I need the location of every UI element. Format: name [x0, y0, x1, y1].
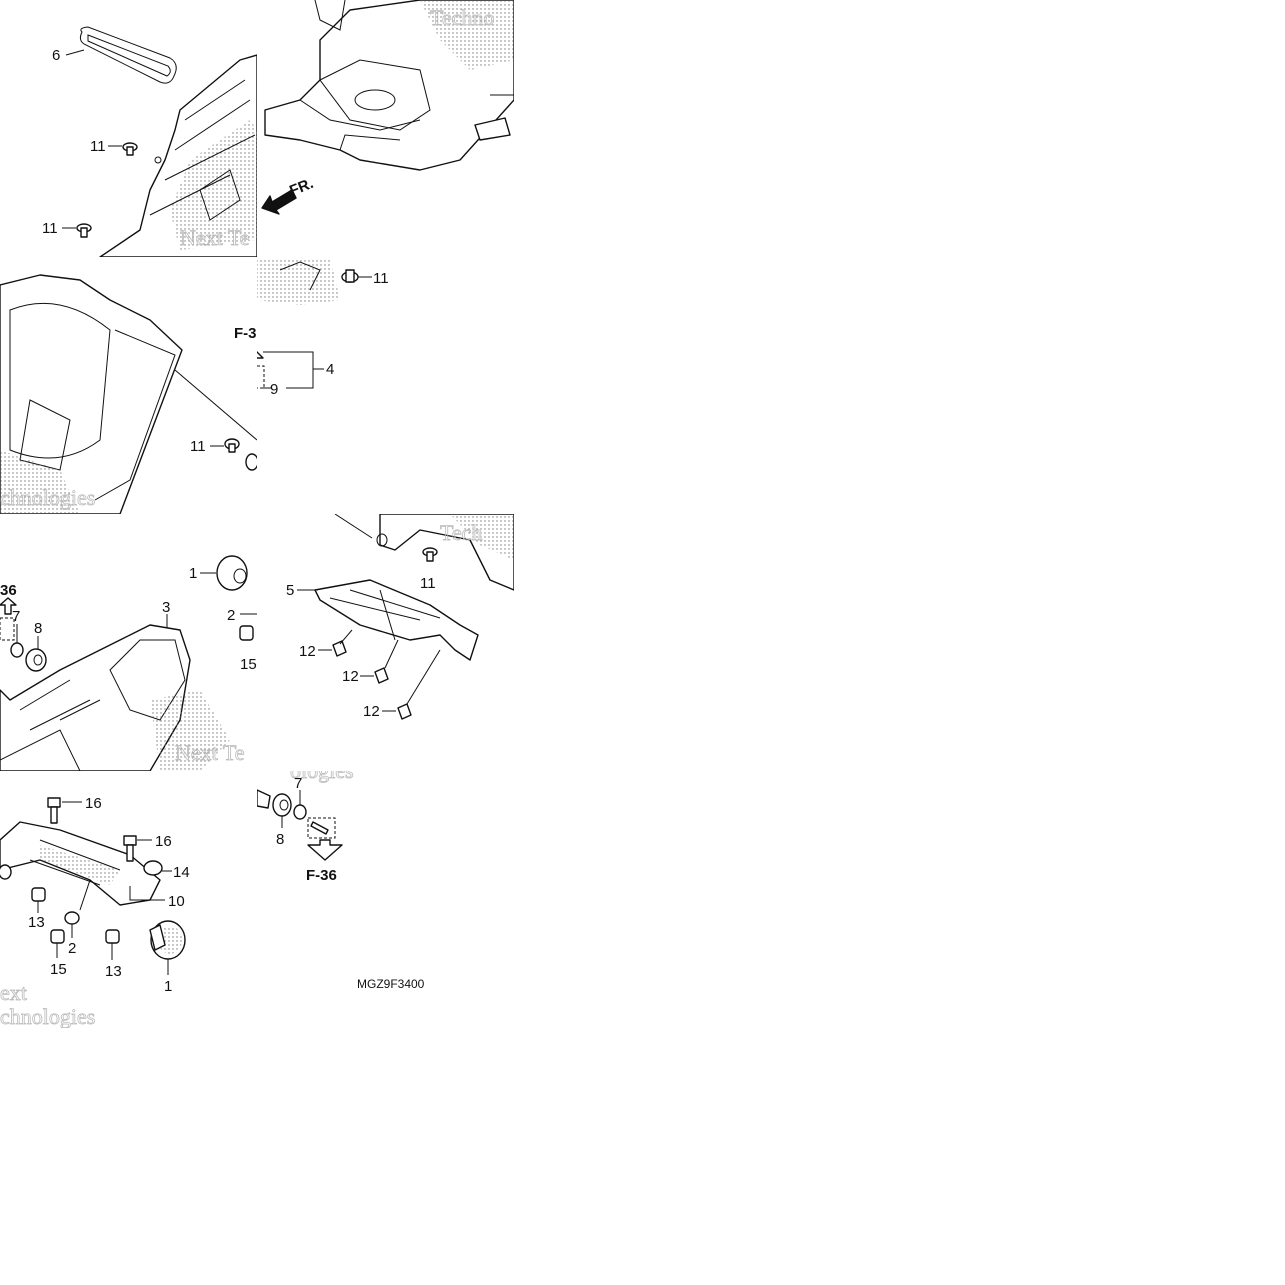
label-9: 9 [270, 381, 278, 398]
bolt-11b [76, 223, 92, 238]
screw-9 [242, 373, 252, 382]
nut-15a [239, 625, 254, 641]
label-5: 5 [286, 582, 294, 599]
screw-12a [332, 640, 347, 657]
grommet-8a [25, 648, 47, 672]
tile-under-cover: Tech [297, 514, 514, 720]
label-2: 2 [68, 940, 76, 957]
drawing-code: MGZ9F3400 [357, 977, 425, 991]
tile-license-bracket: ext chnologies [0, 797, 186, 1029]
label-8: 8 [34, 620, 42, 637]
label-2: 2 [227, 607, 235, 624]
label-6: 6 [52, 47, 60, 64]
svg-text:Techno: Techno [430, 5, 494, 30]
label-13: 13 [28, 914, 45, 931]
label-1: 1 [164, 978, 172, 995]
ref-f36: F-36 [306, 867, 337, 884]
label-11: 11 [42, 220, 58, 237]
label-10: 10 [168, 893, 185, 910]
label-16: 16 [85, 795, 102, 812]
label-7: 7 [294, 775, 302, 792]
cap-14 [143, 860, 163, 876]
front-arrow [261, 189, 297, 215]
label-7: 7 [12, 608, 20, 625]
ref-f3: F-3 [234, 325, 257, 342]
collar-7a [10, 642, 24, 658]
front-arrow-label: FR. [287, 175, 316, 200]
nut-15b [50, 929, 65, 944]
label-11: 11 [373, 270, 389, 287]
bolt-11e [422, 547, 438, 562]
ref-arrow-down [307, 839, 343, 861]
label-3: 3 [162, 599, 170, 616]
svg-text:chnologies: chnologies [0, 485, 95, 510]
tile-rear-bracket: Next Te [0, 555, 257, 771]
svg-text:Next Te: Next Te [180, 225, 250, 250]
label-15: 15 [50, 961, 67, 978]
label-11: 11 [90, 138, 106, 155]
label-15: 15 [240, 656, 257, 673]
nut-13b [105, 929, 120, 944]
label-11: 11 [190, 438, 206, 455]
screw-12c [397, 703, 412, 720]
under-cover-5 [314, 579, 479, 661]
collar-2b [64, 911, 80, 925]
label-12: 12 [299, 643, 316, 660]
svg-text:Next Te: Next Te [175, 740, 245, 765]
label-4: 4 [326, 361, 334, 378]
label-11: 11 [420, 575, 436, 592]
svg-text:chnologies: chnologies [0, 1004, 95, 1029]
label-12: 12 [342, 668, 359, 685]
bolt-11c [224, 438, 240, 453]
bolt-11d [341, 269, 359, 283]
collar-7b [293, 804, 307, 820]
tile-grommet: ologies [257, 758, 354, 861]
tile-fender-top: Techno [261, 0, 514, 215]
nut-13a [31, 887, 46, 902]
reflector-1a [216, 555, 248, 591]
svg-text:Tech: Tech [440, 520, 482, 545]
label-14: 14 [173, 864, 190, 881]
label-1: 1 [189, 565, 197, 582]
tile-inner-fender: chnologies [0, 274, 257, 514]
screw-12b [374, 667, 389, 684]
bolt-11a [122, 142, 138, 156]
part-labels: 6 11 11 11 11 11 4 9 1 3 2 15 7 8 5 12 1… [12, 47, 436, 995]
svg-text:ext: ext [0, 980, 27, 1005]
ref-36: 36 [0, 582, 17, 599]
label-8: 8 [276, 831, 284, 848]
bolt-16a [47, 797, 61, 824]
label-13: 13 [105, 963, 122, 980]
ref-arrow-up [257, 351, 264, 359]
tile-bracket [242, 258, 372, 389]
tile-fender-upper: Next Te [62, 26, 257, 257]
label-16: 16 [155, 833, 172, 850]
bolt-16b [123, 835, 137, 862]
label-12: 12 [363, 703, 380, 720]
grommet-8b [272, 793, 292, 817]
seal-ring [79, 26, 177, 84]
svg-text:ologies: ologies [290, 758, 354, 783]
